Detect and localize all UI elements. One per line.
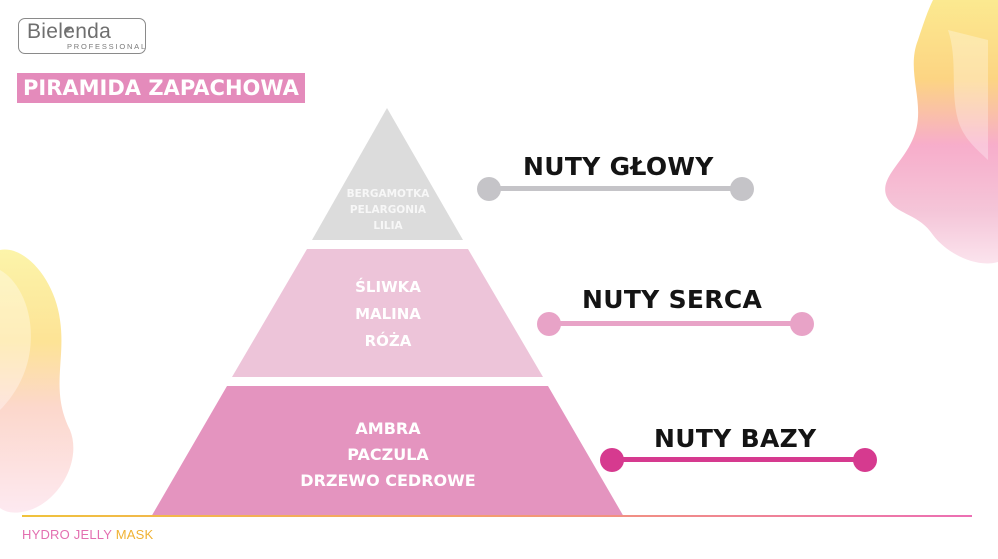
jelly-swatch-right-decoration: [885, 0, 998, 264]
footer-divider: [22, 515, 972, 517]
top-notes-dot-right: [730, 177, 754, 201]
top-notes-label: NUTY GŁOWY: [523, 152, 714, 181]
logo-wordmark: Bielenda: [27, 20, 112, 43]
footer-text-main: HYDRO JELLY: [22, 527, 112, 542]
heart-notes-label: NUTY SERCA: [582, 285, 763, 314]
logo-subtitle: PROFESSIONAL: [67, 42, 147, 51]
pyramid-tier-middle: [232, 249, 543, 377]
heart-notes-dot-right: [790, 312, 814, 336]
footer-text-accent: MASK: [115, 527, 154, 542]
pyramid-tier-base: [151, 386, 624, 517]
page-title: PIRAMIDA ZAPACHOWA: [17, 73, 305, 103]
ingredient: ŚLIWKA: [355, 278, 421, 296]
top-notes-ingredients: BERGAMOTKA PELARGONIA LILIA: [318, 186, 458, 234]
ingredient: BERGAMOTKA: [346, 188, 430, 200]
pyramid-tier-top: [312, 108, 463, 240]
ingredient: AMBRA: [355, 419, 421, 438]
ingredient: PACZULA: [347, 445, 429, 464]
heart-notes-dot-left: [537, 312, 561, 336]
base-notes-dot-right: [853, 448, 877, 472]
leaf-icon: [64, 26, 72, 33]
ingredient: PELARGONIA: [349, 204, 427, 216]
base-notes-connector: [612, 457, 864, 462]
top-notes-dot-left: [477, 177, 501, 201]
ingredient: DRZEWO CEDROWE: [300, 471, 476, 490]
base-notes-ingredients: AMBRA PACZULA DRZEWO CEDROWE: [280, 416, 496, 494]
base-notes-label: NUTY BAZY: [654, 424, 817, 453]
base-notes-dot-left: [600, 448, 624, 472]
top-notes-connector: [490, 186, 742, 191]
ingredient: LILIA: [373, 220, 403, 232]
heart-notes-connector: [550, 321, 802, 326]
fragrance-pyramid: [151, 108, 624, 517]
ingredient: MALINA: [355, 305, 421, 323]
jelly-swatch-left-decoration: [0, 249, 74, 513]
heart-notes-ingredients: ŚLIWKA MALINA RÓŻA: [300, 274, 476, 355]
bielenda-logo: Bielenda PROFESSIONAL: [18, 18, 146, 54]
ingredient: RÓŻA: [364, 332, 412, 350]
footer-product-name: HYDRO JELLY MASK: [22, 527, 153, 542]
